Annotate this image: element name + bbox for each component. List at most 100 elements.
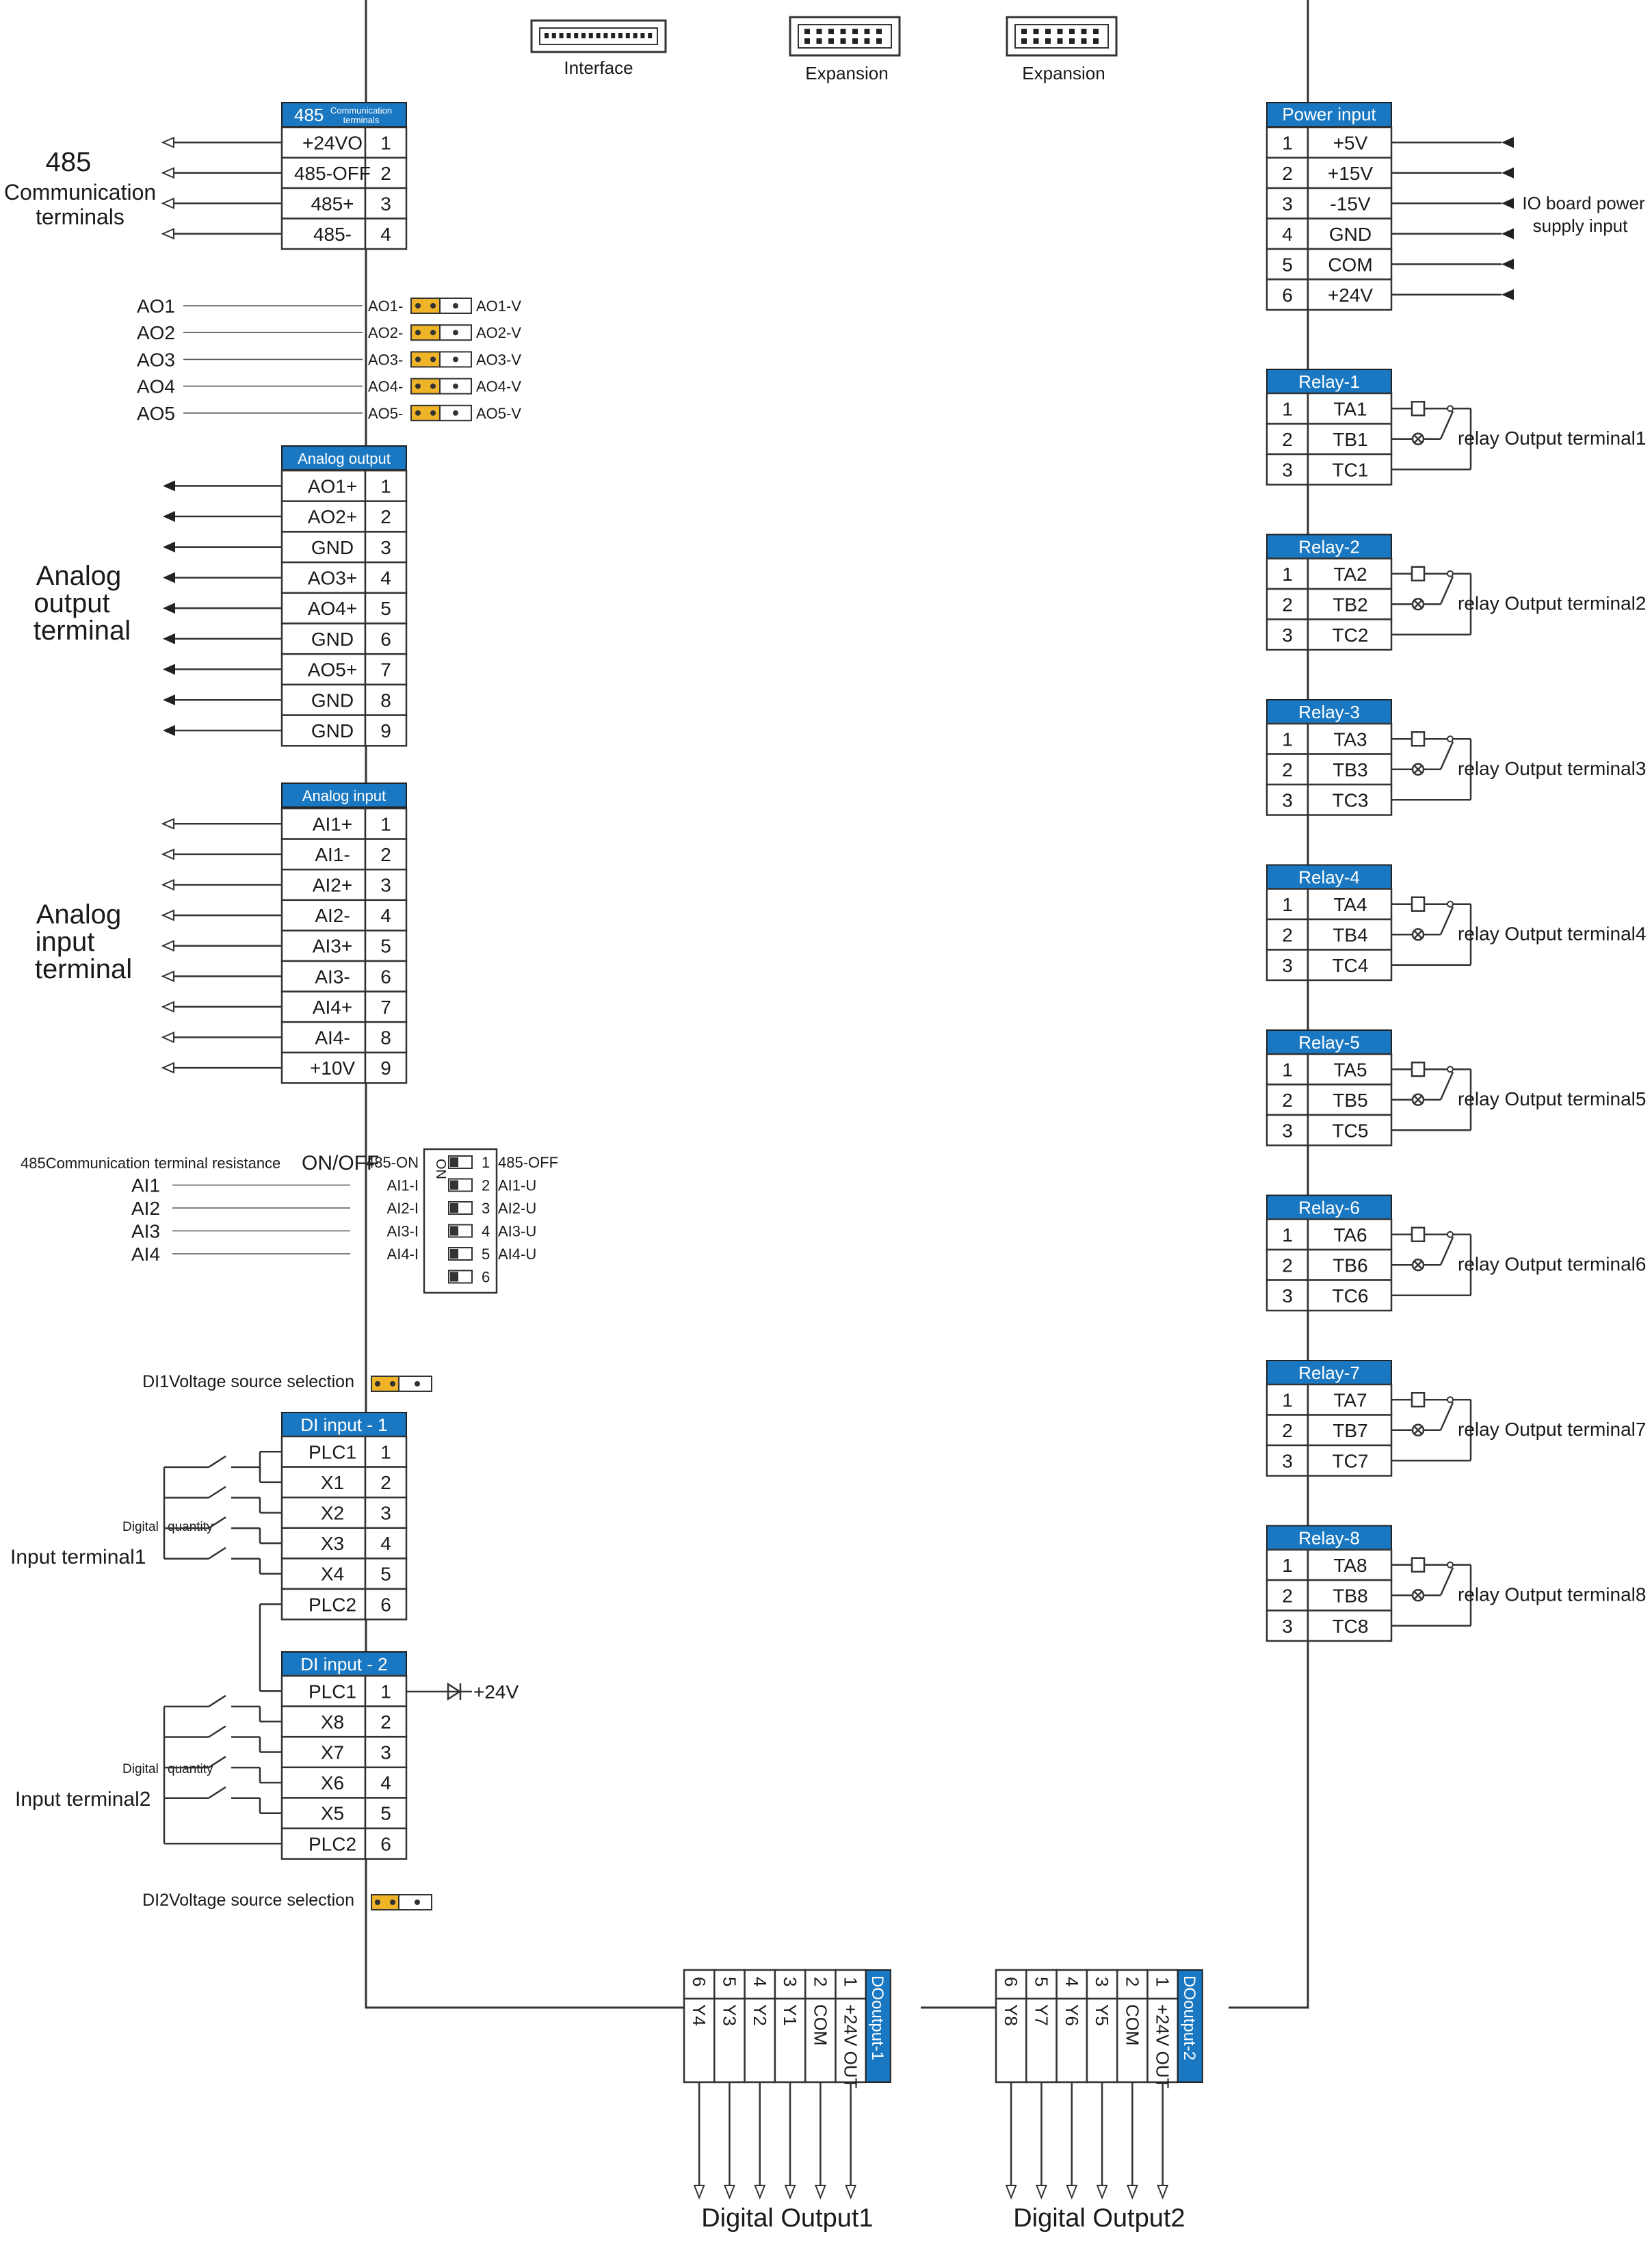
connector-pin bbox=[1021, 38, 1027, 44]
relay-contact-icon bbox=[1411, 1392, 1426, 1408]
dout2-name-cell bbox=[1146, 1997, 1179, 2084]
power-name-cell bbox=[1307, 157, 1393, 189]
analog_output-name: AO1+ bbox=[308, 475, 357, 497]
arrow-icon bbox=[161, 817, 174, 830]
di2-voltage-selector: DI2Voltage source selection bbox=[142, 1891, 432, 1910]
comm-num: 1 bbox=[380, 132, 391, 153]
connector-pin bbox=[864, 38, 870, 44]
dip-right: 485-OFF bbox=[498, 1154, 558, 1171]
analog_output-name: AO3+ bbox=[308, 567, 357, 588]
di1-name-cell bbox=[280, 1588, 367, 1620]
connector-pin bbox=[1033, 38, 1039, 44]
relay-switch-icon bbox=[1439, 906, 1454, 935]
dip-title-big: ON/OFF bbox=[302, 1152, 379, 1174]
relay-name-cell bbox=[1307, 783, 1393, 816]
power-num-cell bbox=[1266, 278, 1309, 311]
dip-num: 3 bbox=[482, 1200, 490, 1217]
relay-contact-icon bbox=[1411, 401, 1426, 417]
di2-num: 5 bbox=[380, 1803, 391, 1824]
di1-name: X1 bbox=[321, 1472, 344, 1493]
switch-contact-icon bbox=[208, 1694, 226, 1707]
dout1-num: 5 bbox=[719, 1977, 739, 1986]
relay-name-cell bbox=[1307, 949, 1393, 982]
analog_output-num: 7 bbox=[380, 659, 391, 681]
dip-pin: AI4-I bbox=[387, 1246, 419, 1263]
dout1-name: Y3 bbox=[719, 2004, 739, 2026]
dout1-bottom-label: Digital Output1 bbox=[701, 2204, 873, 2233]
relay-num: 2 bbox=[1282, 924, 1293, 945]
relay-output-label: relay Output terminal2 bbox=[1458, 592, 1646, 614]
arrow-icon bbox=[1502, 228, 1514, 239]
di2-plus24: +24V bbox=[473, 1681, 519, 1703]
relay-num: 2 bbox=[1282, 759, 1293, 780]
analog_output-num: 6 bbox=[380, 629, 391, 650]
relay-name-cell bbox=[1307, 888, 1393, 921]
relay-name: TB8 bbox=[1333, 1585, 1367, 1606]
analog_output-name: GND bbox=[311, 720, 354, 741]
analog_output-num: 4 bbox=[380, 567, 391, 588]
dout1-name: Y4 bbox=[689, 2004, 709, 2026]
power-name: -15V bbox=[1330, 193, 1370, 214]
connector-pin bbox=[545, 33, 549, 38]
analog_output-num: 8 bbox=[380, 689, 391, 711]
power-block: Power input IO board power supply input bbox=[1266, 102, 1645, 236]
relay-header-cell bbox=[1266, 699, 1392, 724]
relay-num-cell bbox=[1266, 423, 1309, 456]
comm-name: +24VO bbox=[302, 132, 363, 153]
arrow-down-icon bbox=[814, 2185, 826, 2200]
ao-jumper-pin: AO3- bbox=[368, 351, 403, 368]
analog_input-num: 6 bbox=[380, 966, 391, 987]
node-icon bbox=[1447, 570, 1454, 577]
di2-side-label: Input terminal2 bbox=[15, 1788, 150, 1811]
analog_input-num-cell bbox=[364, 1021, 408, 1054]
arrow-icon bbox=[1502, 167, 1514, 179]
power-num: 1 bbox=[1282, 132, 1293, 153]
analog_input-name: AI2- bbox=[315, 905, 350, 926]
interface-connector: Interface bbox=[530, 19, 667, 78]
analog_input-name-cell bbox=[280, 960, 367, 993]
analog_input-name: AI2+ bbox=[313, 875, 352, 896]
arrow-icon bbox=[161, 1062, 174, 1074]
analog_input-name-cell bbox=[280, 990, 367, 1023]
relay-output-label: relay Output terminal5 bbox=[1458, 1088, 1646, 1109]
di1-digital-2: quantity bbox=[168, 1520, 213, 1534]
arrow-icon bbox=[161, 1031, 174, 1044]
analog-input-label-1: Analog bbox=[36, 899, 122, 930]
di2-name: X7 bbox=[321, 1742, 344, 1763]
relay-num-cell bbox=[1266, 1549, 1309, 1581]
relay-name: TA6 bbox=[1333, 1224, 1367, 1246]
dip-left: AI4 bbox=[131, 1244, 160, 1265]
relay-header: Relay-3 bbox=[1298, 702, 1360, 722]
relay-num-cell bbox=[1266, 1444, 1309, 1477]
power-num: 4 bbox=[1282, 224, 1293, 245]
relay-name: TB1 bbox=[1333, 429, 1367, 450]
comm-num: 2 bbox=[380, 163, 391, 184]
analog_output-name-cell bbox=[280, 561, 367, 594]
relay-num: 2 bbox=[1282, 1254, 1293, 1276]
power-name-cell bbox=[1307, 126, 1393, 159]
ao-jumper-pin: AO5- bbox=[368, 405, 403, 422]
analog-input-label-2: input bbox=[36, 927, 95, 957]
di2-name: X6 bbox=[321, 1772, 344, 1793]
power-num: 2 bbox=[1282, 163, 1293, 184]
connector-pin bbox=[1081, 38, 1087, 44]
arrow-icon bbox=[163, 541, 175, 553]
relay-num: 1 bbox=[1282, 1059, 1293, 1080]
dip-num: 6 bbox=[482, 1269, 490, 1286]
connector-pin bbox=[551, 33, 556, 38]
arrow-icon bbox=[161, 197, 174, 209]
dout2-name-cell bbox=[1086, 1997, 1118, 2084]
analog_output-name: GND bbox=[311, 537, 354, 558]
dout2-num: 5 bbox=[1031, 1977, 1051, 1986]
relay-switch-icon bbox=[1439, 1402, 1454, 1431]
comm-num-cell bbox=[364, 157, 408, 189]
relay-name-cell bbox=[1307, 1444, 1393, 1477]
analog_output-num: 5 bbox=[380, 598, 391, 619]
relay-num-cell bbox=[1266, 392, 1309, 425]
power-num: 3 bbox=[1282, 193, 1293, 214]
connector-pin bbox=[603, 33, 608, 38]
di1-voltage-label: DI1Voltage source selection bbox=[142, 1372, 354, 1391]
arrow-down-icon bbox=[1096, 2185, 1108, 2200]
